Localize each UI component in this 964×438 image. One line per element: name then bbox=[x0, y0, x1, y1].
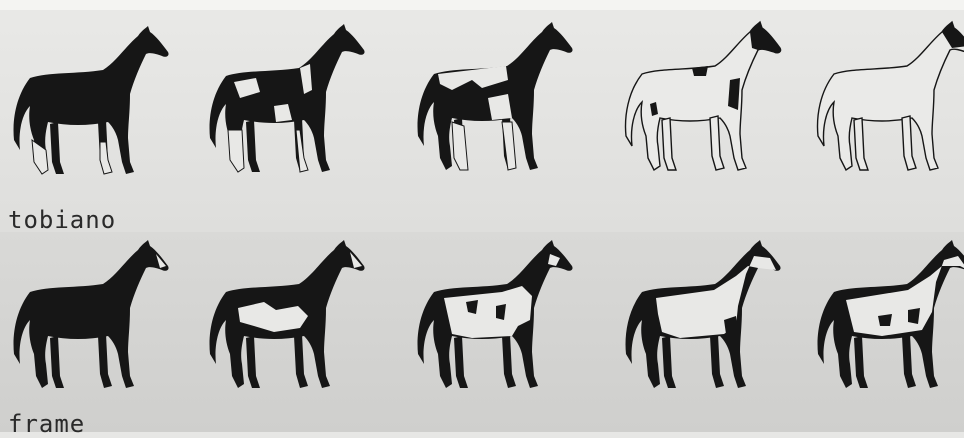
horse-frame-1 bbox=[8, 236, 168, 396]
horse-tobiano-2 bbox=[204, 20, 364, 180]
row-label-tobiano: tobiano bbox=[8, 206, 116, 234]
horse-frame-5 bbox=[812, 236, 964, 396]
horse-tobiano-5 bbox=[812, 18, 964, 178]
horse-frame-2 bbox=[204, 236, 364, 396]
horse-tobiano-4 bbox=[620, 18, 780, 178]
horse-tobiano-1 bbox=[8, 22, 168, 182]
page-top-border bbox=[0, 0, 964, 10]
row-label-frame: frame bbox=[8, 410, 85, 438]
horse-tobiano-3 bbox=[412, 18, 572, 178]
horse-frame-3 bbox=[412, 236, 572, 396]
horse-frame-4 bbox=[620, 236, 780, 396]
